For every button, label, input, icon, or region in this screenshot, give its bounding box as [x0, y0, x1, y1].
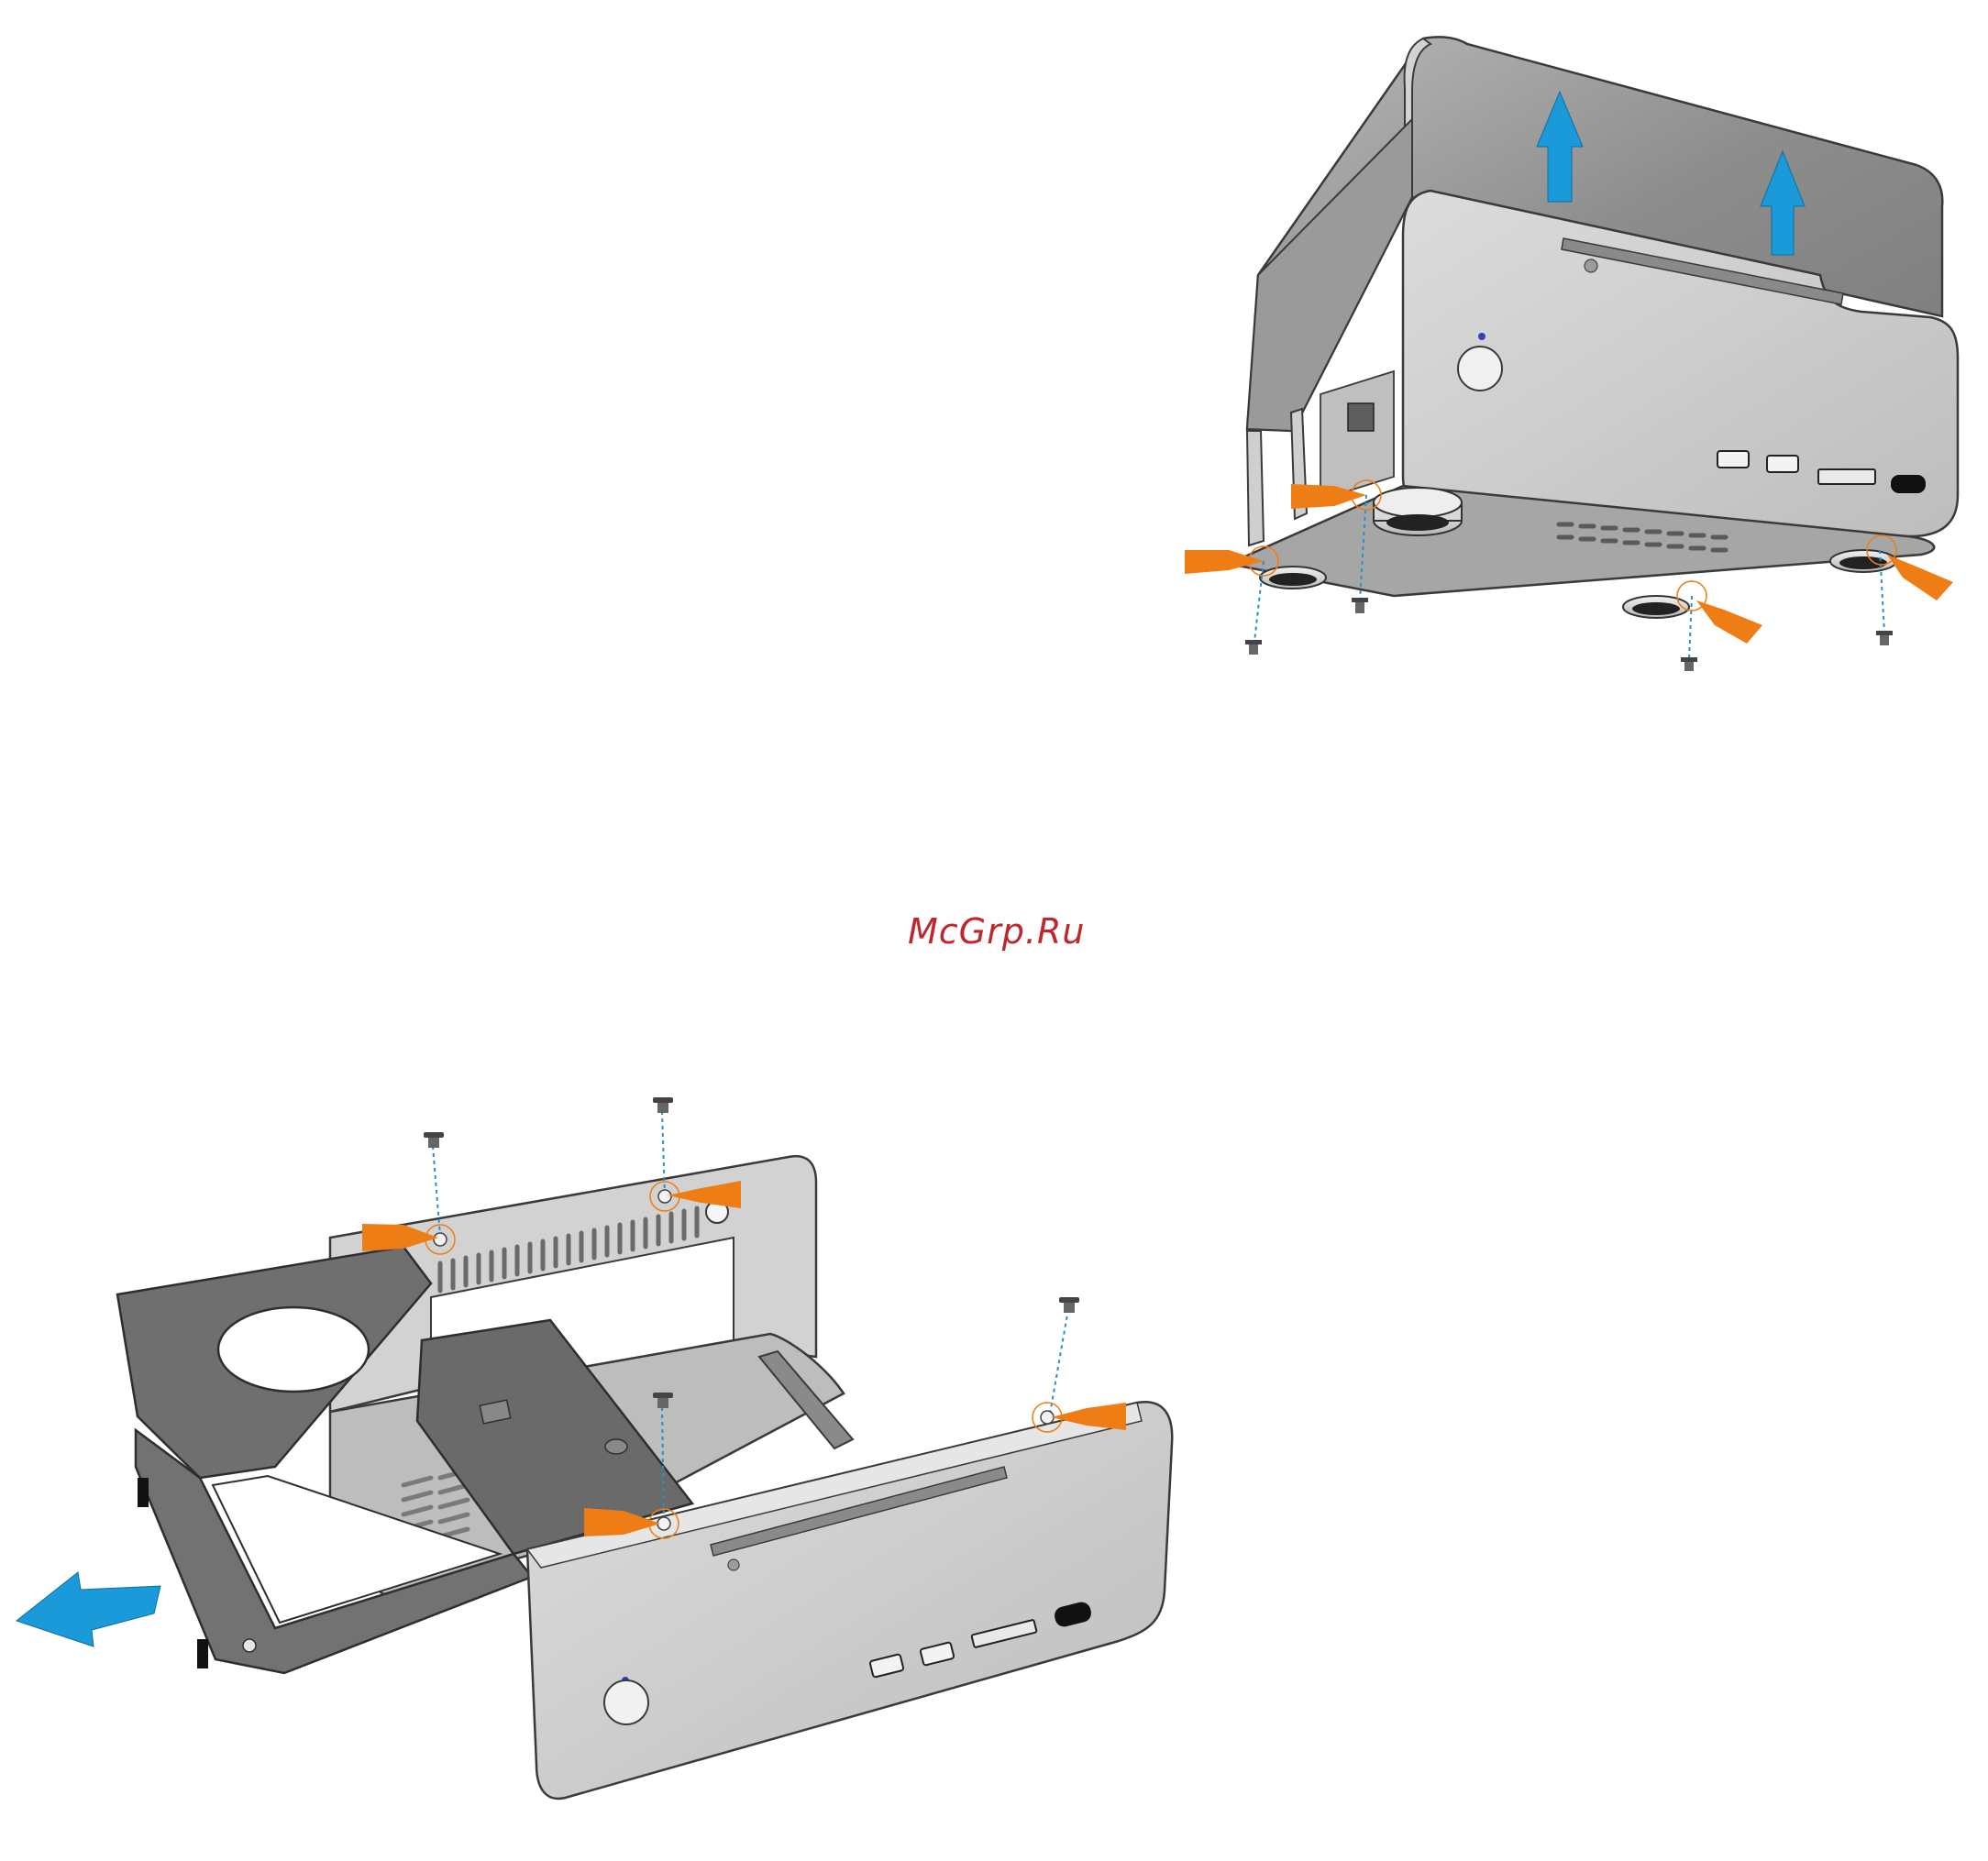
- chassis-inner-bracket: [1320, 371, 1394, 500]
- tray-fan-hole: [218, 1307, 369, 1392]
- screw-icon: [1681, 657, 1697, 671]
- screw-icon: [1352, 598, 1368, 613]
- foot-icon: [1830, 550, 1896, 572]
- ir-window: [1891, 475, 1926, 493]
- foot-icon: [1260, 567, 1326, 589]
- orange-pointer-icon: [1696, 600, 1762, 644]
- usb-port-2: [1767, 456, 1798, 472]
- power-button: [604, 1680, 648, 1724]
- usb-port-1: [1717, 451, 1749, 468]
- drive-tray-removal-figure: [17, 1097, 1172, 1799]
- screw-icon: [424, 1132, 444, 1148]
- top-cover-removal-figure: [1185, 37, 1958, 671]
- orange-pointer-icon: [1887, 555, 1953, 600]
- watermark-text: McGrp.Ru: [908, 911, 1085, 952]
- tray-bumper: [138, 1478, 149, 1507]
- eject-hole: [1585, 259, 1597, 272]
- foot-icon: [1623, 596, 1689, 618]
- power-button: [1458, 347, 1502, 391]
- tray-bumper: [197, 1639, 208, 1668]
- card-reader-slot: [1818, 469, 1875, 484]
- screw-icon: [1059, 1297, 1079, 1313]
- foot-icon: [1374, 488, 1462, 535]
- screw-icon: [653, 1097, 673, 1113]
- screw-icon: [1245, 640, 1262, 655]
- tray-screw-hole: [243, 1639, 256, 1652]
- power-led: [1478, 333, 1485, 340]
- tray-hole: [605, 1439, 627, 1454]
- blue-arrow-left-icon: [17, 1572, 160, 1646]
- eject-hole: [728, 1559, 739, 1570]
- screw-icon: [1876, 631, 1893, 645]
- fan-mount: [1348, 403, 1374, 431]
